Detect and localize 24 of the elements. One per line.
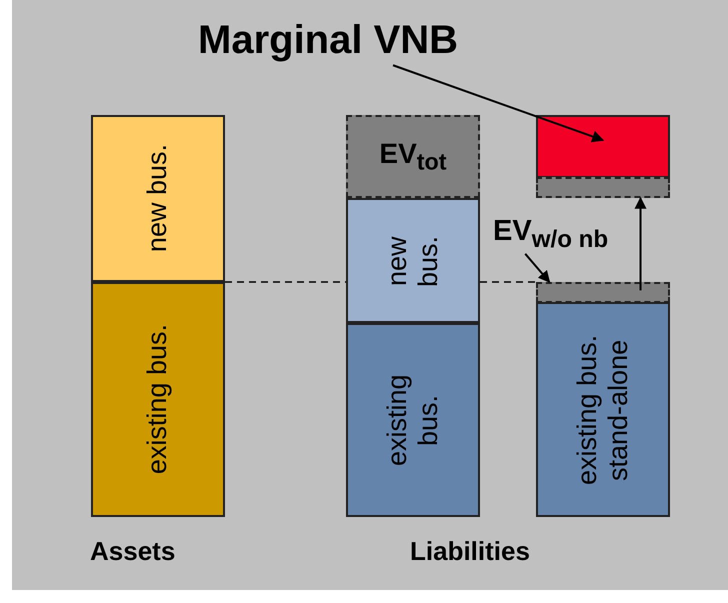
arrow <box>524 253 550 283</box>
dashed-line <box>225 281 346 283</box>
segment-label: new bus. <box>382 234 444 288</box>
callout-label: Marginal VNB <box>198 18 458 63</box>
segment-label: existing bus. <box>142 324 174 475</box>
column-label: Liabilities <box>410 536 530 567</box>
segment-label: EV$_{tot}$ <box>379 138 447 176</box>
arrow <box>392 64 604 142</box>
column-label: Assets <box>90 536 176 567</box>
bar-segment <box>346 323 480 517</box>
bar-segment <box>346 198 480 323</box>
bar-segment <box>536 282 670 303</box>
segment-label: existing bus. <box>382 373 444 468</box>
bar-segment <box>91 282 225 517</box>
callout-label: EV$_{w/o nb}$ <box>493 215 608 254</box>
segment-label: new bus. <box>142 144 174 253</box>
bar-segment <box>536 302 670 517</box>
bar-segment <box>346 115 480 198</box>
bar-segment <box>536 115 670 178</box>
bar-segment <box>536 177 670 198</box>
bar-segment <box>91 115 225 282</box>
segment-label: existing bus. stand-alone <box>572 333 634 487</box>
dashed-line <box>480 281 536 283</box>
arrow <box>634 196 647 290</box>
